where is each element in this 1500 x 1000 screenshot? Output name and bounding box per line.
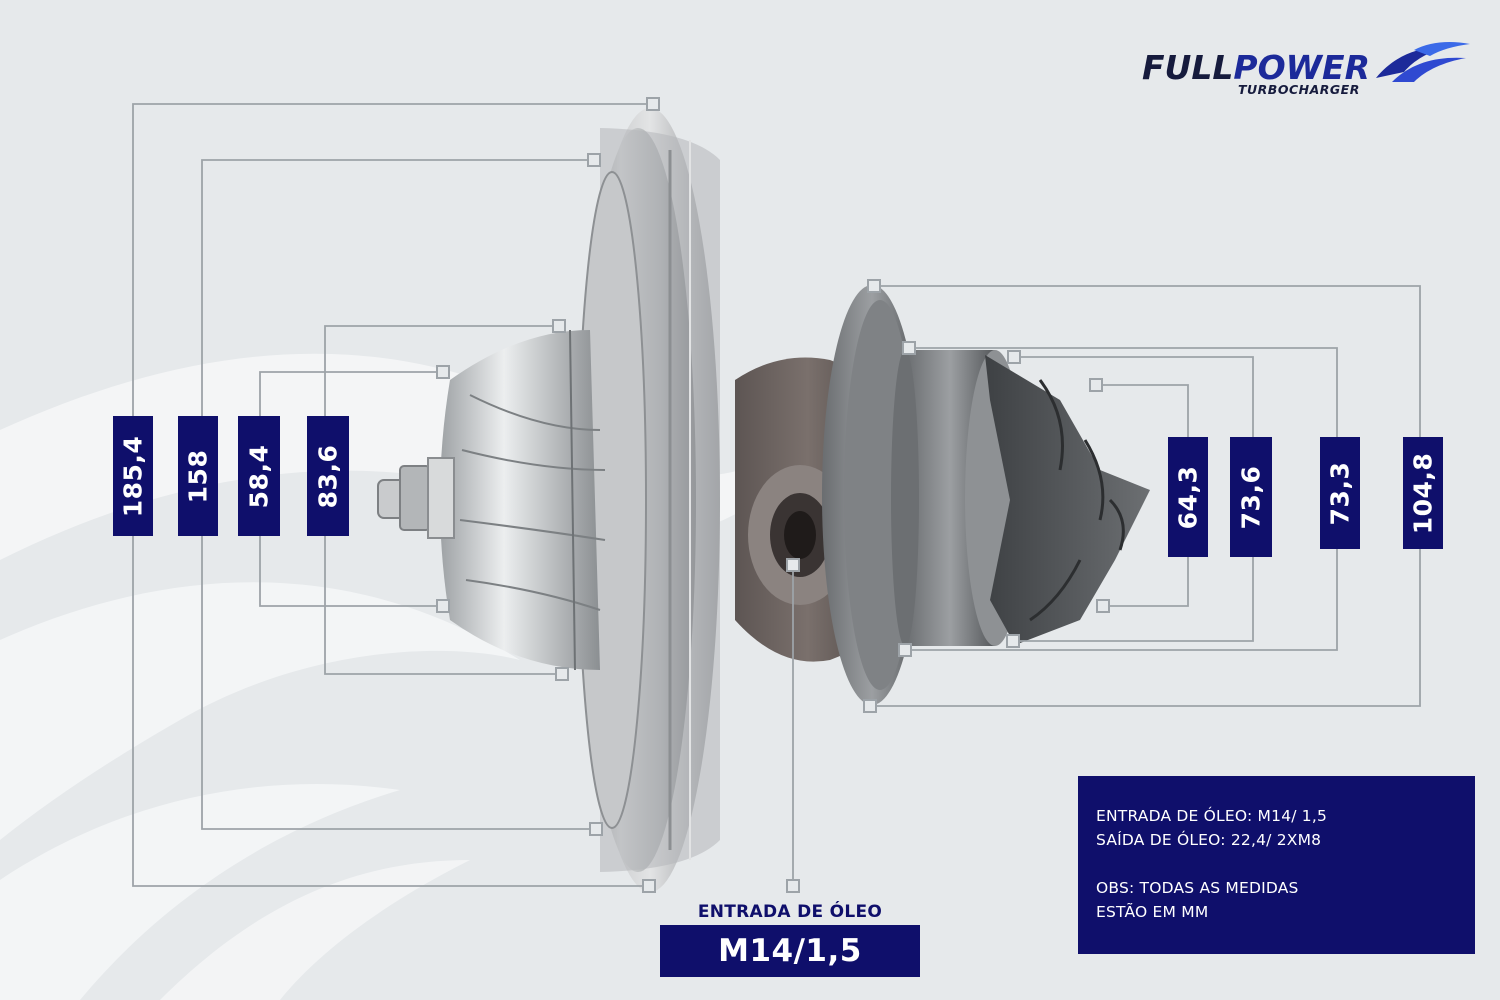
wing-swoosh-icon (1376, 42, 1470, 82)
dimension-value: 73,6 (1236, 465, 1266, 529)
dimension-value: 158 (183, 449, 213, 503)
shaft-nut (377, 457, 455, 539)
dimension-value: 64,3 (1173, 465, 1203, 529)
compressor-backplate (577, 108, 720, 892)
compressor-wheel (440, 329, 606, 671)
dimension-label-58-4: 58,4 (238, 416, 280, 536)
dimension-value: 83,6 (313, 444, 343, 508)
dimension-value: 58,4 (244, 444, 274, 508)
dimension-markers (436, 97, 1110, 893)
turbine-flange (822, 285, 1025, 705)
brand-logo: FULLPOWER TURBOCHARGER (1142, 42, 1472, 118)
specs-info-box: ENTRADA DE ÓLEO: M14/ 1,5 SAÍDA DE ÓLEO:… (1078, 776, 1475, 954)
brand-name-power: POWER (1233, 48, 1370, 87)
brand-subtitle: TURBOCHARGER (1238, 82, 1360, 97)
dimension-value: 104,8 (1408, 452, 1438, 534)
oil-inlet-label: ENTRADA DE ÓLEO (697, 902, 883, 922)
brand-name-full: FULL (1142, 48, 1234, 87)
info-note-line1: OBS: TODAS AS MEDIDAS (1096, 879, 1299, 897)
dimension-value: 185,4 (118, 435, 148, 517)
dimension-label-158: 158 (178, 416, 218, 536)
dimension-value: 73,3 (1325, 461, 1355, 525)
dimension-label-185-4: 185,4 (113, 416, 153, 536)
dimension-label-64-3: 64,3 (1168, 437, 1208, 557)
info-oil-outlet: SAÍDA DE ÓLEO: 22,4/ 2XM8 (1096, 831, 1322, 849)
brand-name: FULLPOWER (1142, 48, 1370, 87)
turbine-wheel (985, 355, 1150, 645)
dimension-label-104-8: 104,8 (1403, 437, 1443, 549)
dimension-label-73-3: 73,3 (1320, 437, 1360, 549)
oil-inlet-value: M14/1,5 (660, 925, 920, 977)
info-note-line2: ESTÃO EM MM (1096, 903, 1209, 921)
info-oil-inlet: ENTRADA DE ÓLEO: M14/ 1,5 (1096, 807, 1328, 825)
dimension-label-83-6: 83,6 (307, 416, 349, 536)
dimension-label-73-6: 73,6 (1230, 437, 1272, 557)
